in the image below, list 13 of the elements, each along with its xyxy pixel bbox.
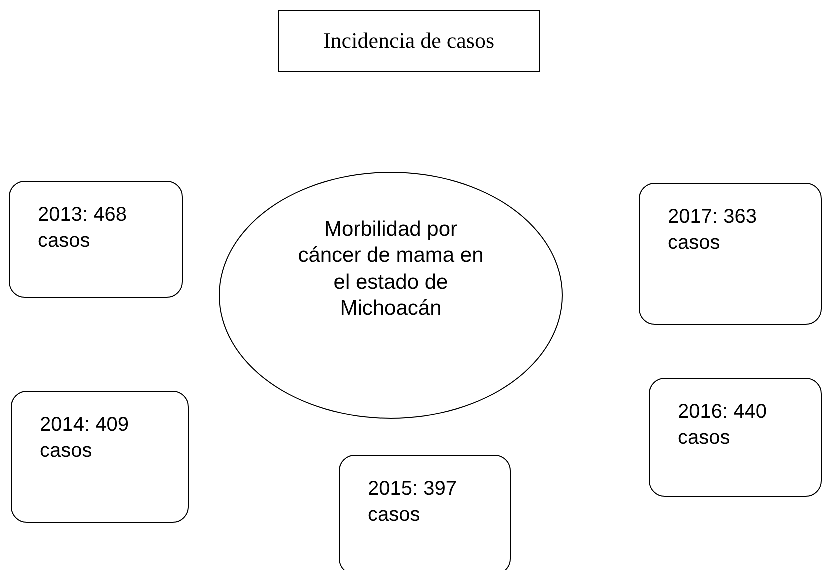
data-box [9,181,183,298]
title-text: Incidencia de casos [323,28,495,54]
data-box [649,378,822,497]
data-box [339,455,511,570]
topic-text: Morbilidad por cáncer de mama en el estado de Michoacán [297,217,485,322]
case-count-text: 2016: 440 casos [678,400,768,451]
case-count-text: 2013: 468 casos [38,203,128,254]
case-count-text: 2015: 397 casos [368,477,458,528]
data-box [11,391,189,523]
case-count-text: 2017: 363 casos [668,205,758,256]
case-count-text: 2014: 409 casos [40,413,130,464]
title-box [278,10,540,72]
data-box [639,183,822,325]
